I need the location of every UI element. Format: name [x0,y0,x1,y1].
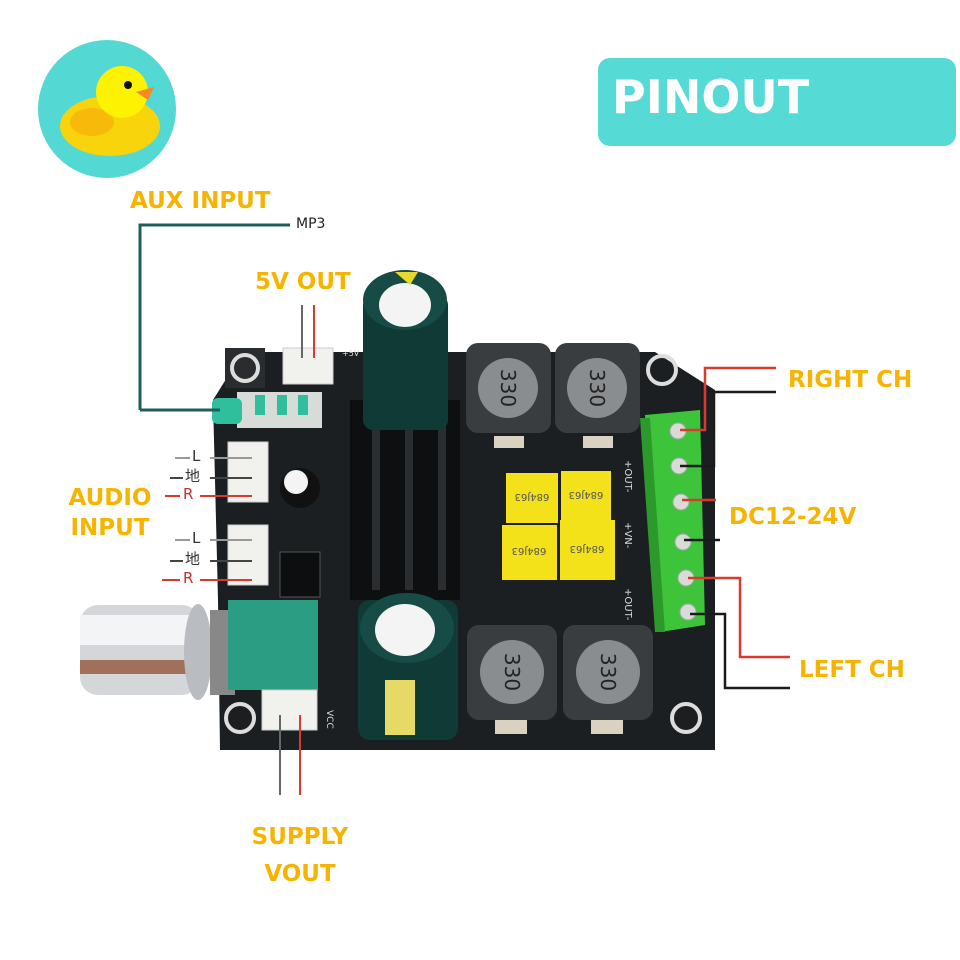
label-dc-supply: DC12-24V [729,504,857,530]
wire-left-black [690,612,790,690]
connector-5v-out [282,347,334,385]
label-supply-vout-line2: VOUT [264,861,336,888]
rubber-duck-icon [60,66,160,156]
label-aux-input: AUX INPUT [130,188,271,214]
electrolytic-capacitor-top [363,270,448,430]
film-capacitor: 684J63 [506,473,558,523]
svg-text:330: 330 [500,653,524,691]
terminal-screw [679,603,697,621]
film-capacitor: 684J63 [561,471,611,521]
svg-text:684J63: 684J63 [570,543,605,554]
connector-audio-input-1 [227,441,269,503]
page-title: PINOUT [612,70,810,124]
inductor: 330 [466,343,551,448]
svg-text:330: 330 [585,369,609,407]
silk-vcc: VCC [324,710,334,729]
audio-pin-gnd: 地 [185,550,201,568]
silk-vin: +VN- [622,522,633,549]
ic-chip [279,551,321,598]
svg-text:330: 330 [596,653,620,691]
label-mp3: MP3 [296,216,326,232]
audio-pin-l: L [192,447,201,465]
title-badge [598,58,956,146]
mounting-hole [225,348,265,388]
electrolytic-capacitor-bottom [358,593,458,740]
svg-text:330: 330 [496,369,520,407]
label-audio-input: AUDIO INPUT [55,485,165,542]
volume-knob [80,600,318,700]
wire-left-red [688,576,790,659]
inductor: 330 [563,625,653,734]
audio-pin-lines [162,457,252,581]
label-audio-input-line1: AUDIO [68,485,152,511]
label-supply-vout-line1: SUPPLY [251,824,349,850]
logo [38,40,176,178]
label-audio-input-line2: INPUT [70,515,150,542]
inductor: 330 [467,625,557,734]
wire-right-black [680,390,776,468]
film-capacitor: 684J63 [502,525,557,580]
mounting-hole [670,702,702,734]
terminal-screw [672,493,690,511]
connector-audio-input-2 [227,524,269,586]
label-left-ch: LEFT CH [799,657,905,683]
inductor: 330 [555,343,640,448]
audio-pin-l: L [192,529,201,547]
label-supply-vout: SUPPLY VOUT [230,824,370,888]
small-capacitor [280,468,320,508]
svg-text:684J63: 684J63 [512,545,547,556]
silk-out-right: +OUT- [622,460,633,493]
terminal-screw [674,533,692,551]
silk-5v: +5V [342,349,360,358]
label-5v-out: 5V OUT [255,269,351,295]
mounting-hole [646,354,678,386]
silk-out-left: +OUT- [622,588,633,621]
svg-text:684J63: 684J63 [569,489,604,500]
film-capacitor: 684J63 [560,520,615,580]
svg-text:684J63: 684J63 [515,491,550,502]
label-right-ch: RIGHT CH [788,367,913,393]
wire-right-red [680,366,776,432]
audio-pin-r: R [183,569,194,587]
audio-pin-gnd: 地 [185,467,201,485]
audio-pin-r: R [183,485,194,503]
connector-supply-vout [261,689,318,731]
mounting-hole [224,702,256,734]
aux-jack [212,392,322,428]
wire-aux [138,223,290,410]
